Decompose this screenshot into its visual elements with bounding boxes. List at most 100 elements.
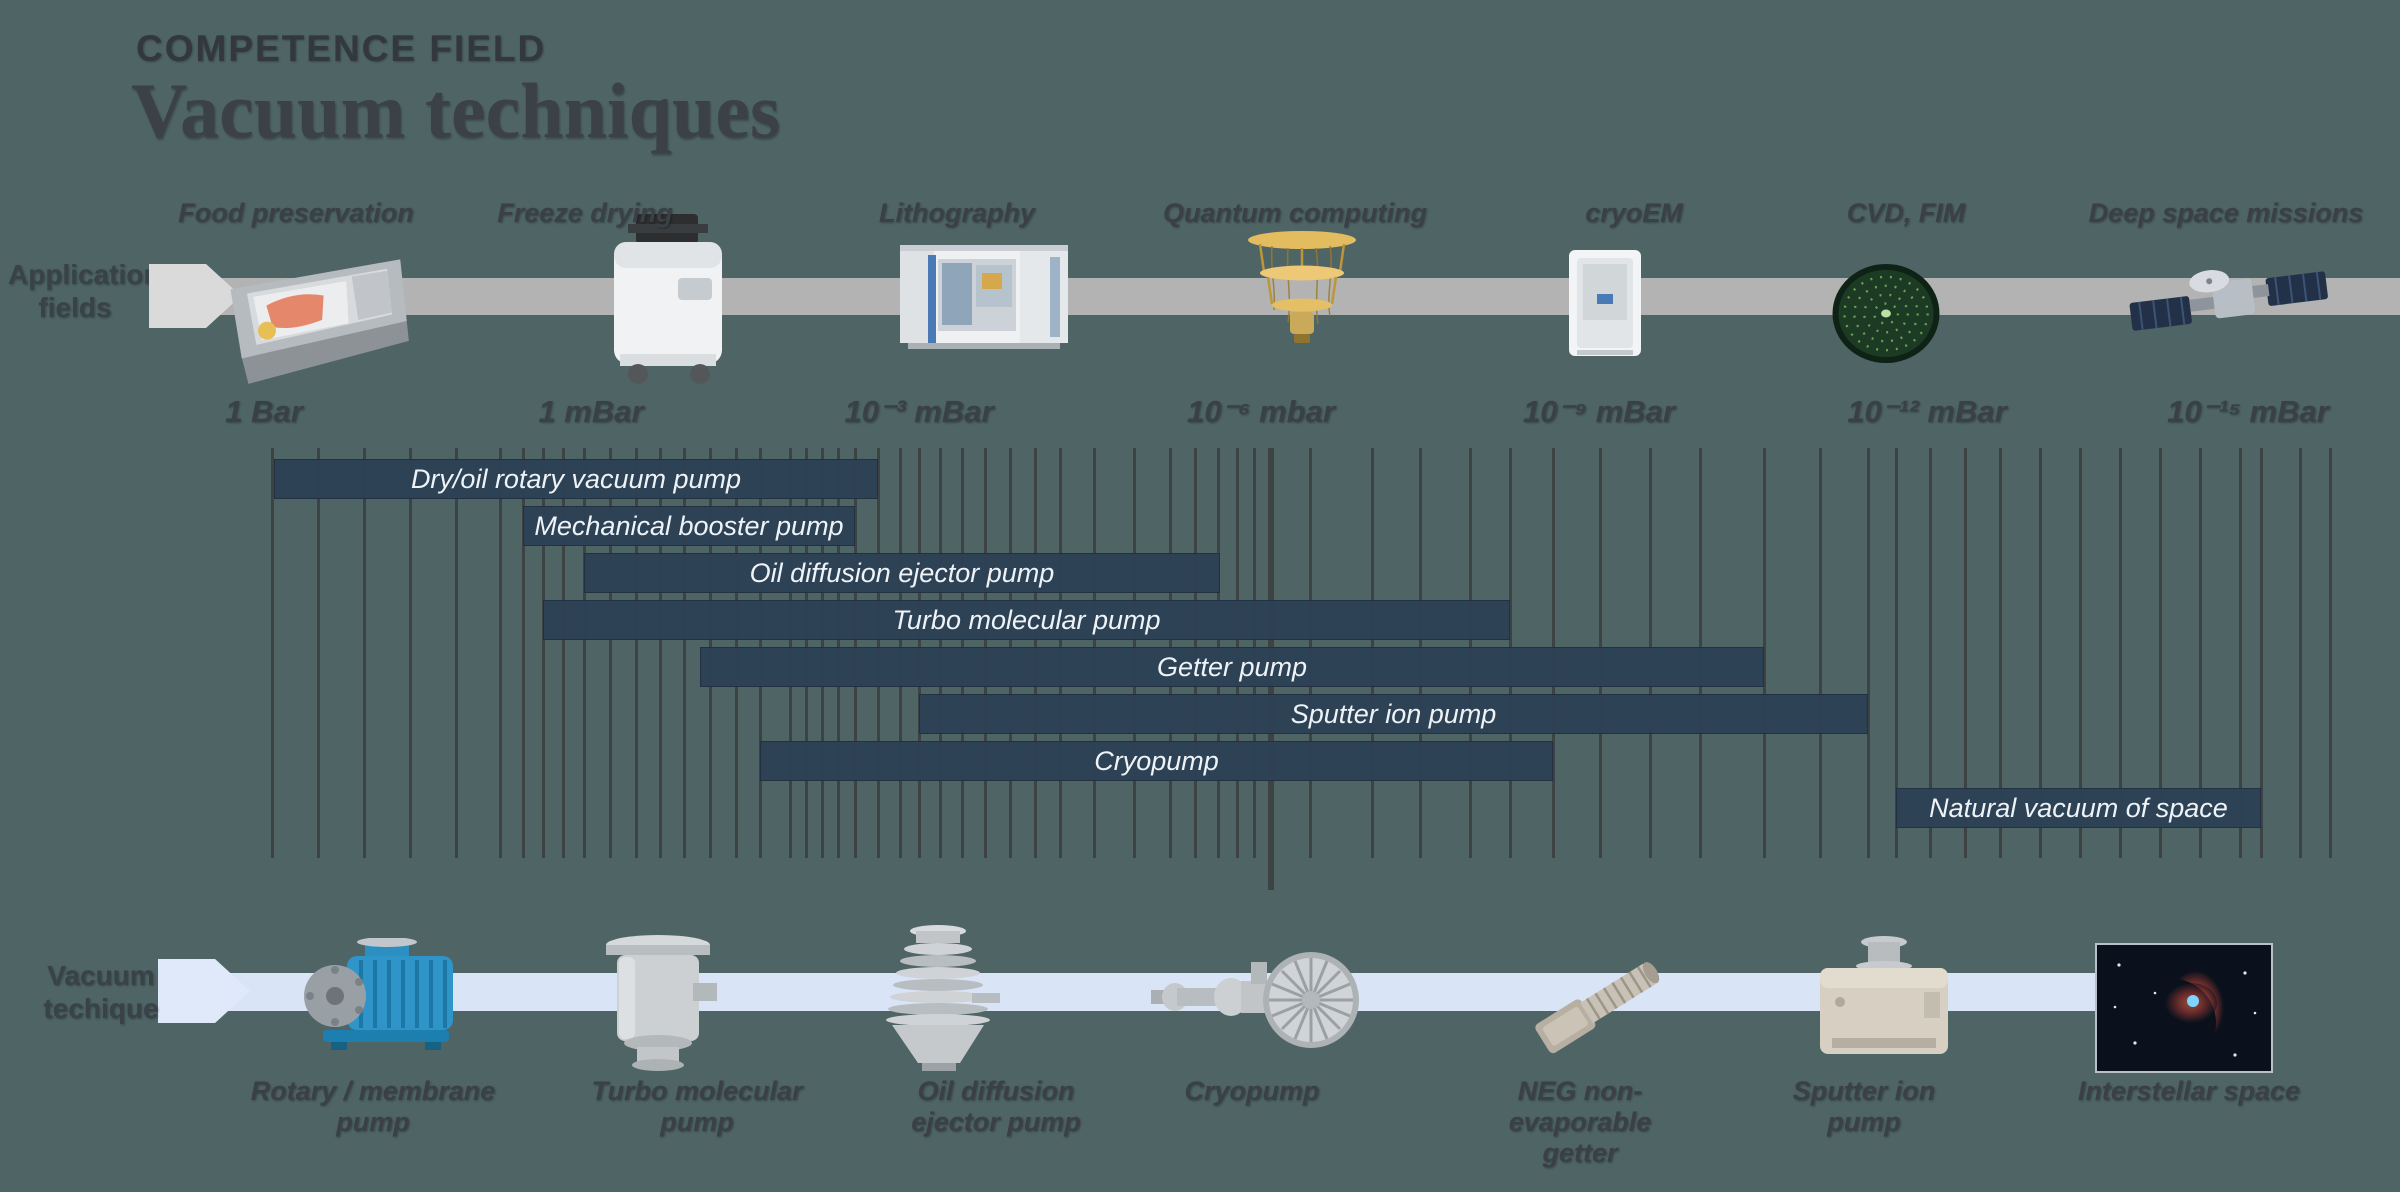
pressure-scale-line [635,448,638,858]
pressure-scale-line [2260,448,2263,858]
pressure-scale-line [1819,448,1822,858]
sputter-ion-pump-image [1806,930,1962,1066]
pressure-scale-line [583,448,586,858]
pressure-scale-line [499,448,502,858]
cryo-em-image [1564,248,1646,360]
vacuum-technique-label: Cryopump [1185,1076,1320,1107]
vacuum-technique-label-line: NEG non- [1517,1076,1643,1106]
vacuum-technique-label-line: Sputter ion [1792,1076,1936,1106]
interstellar-space-image [2095,943,2273,1073]
axis-label-line: techique [43,993,159,1024]
quantum-computing-image [1242,228,1362,350]
pump-range-bar: Oil diffusion ejector pump [584,553,1220,593]
pressure-scale-line [271,448,274,858]
pressure-value-label: 1 mBar [538,394,644,429]
application-field-label: Lithography [879,198,1035,228]
pressure-scale-line [1867,448,1870,858]
lithography-image [898,243,1070,355]
pump-range-bar-label: Mechanical booster pump [534,510,844,541]
pressure-value-label: 10⁻⁹ mBar [1523,394,1675,429]
pressure-scale-line [2239,448,2242,858]
vacuum-technique-label-line: Interstellar space [2077,1076,2301,1106]
application-field-label: Deep space missions [2088,198,2364,228]
pump-range-bar-label: Getter pump [1156,651,1308,682]
pressure-scale-line [2199,448,2202,858]
pressure-scale-line [455,448,458,858]
pressure-scale-line [2299,448,2302,858]
neg-getter-image [1526,943,1676,1065]
pump-range-bar: Turbo molecular pump [543,600,1510,640]
pressure-scale-line [363,448,366,858]
pressure-scale-line [1895,448,1898,858]
turbo-molecular-pump-image [597,933,719,1073]
pressure-scale-line [1964,448,1967,858]
page-title: Vacuum techniques [131,67,781,154]
vacuum-technique-label-line: pump [660,1107,734,1137]
pressure-scale-line [2119,448,2122,858]
pressure-scale-line [317,448,320,858]
vacuum-technique-label-line: Turbo molecular [591,1076,803,1106]
cryopump-image [1143,948,1371,1056]
pressure-scale-line [609,448,612,858]
vacuum-technique-label-line: evaporable [1508,1107,1652,1137]
pump-range-bar-label: Oil diffusion ejector pump [749,557,1055,588]
pump-range-bar-label: Cryopump [1094,745,1219,776]
application-fields-axis-label: Application fields [8,258,160,324]
pressure-value-label: 10⁻¹² mBar [1847,394,2007,429]
application-field-label: CVD, FIM [1846,198,1966,228]
food-preservation-image [225,230,415,388]
vacuum-technique-label-line: getter [1542,1138,1618,1168]
pressure-scale-line [2039,448,2042,858]
pump-range-bar: Sputter ion pump [919,694,1868,734]
deep-space-image [2126,255,2332,352]
pressure-scale-line [2159,448,2162,858]
vacuum-technique-label-line: Rotary / membrane [250,1076,496,1106]
axis-label-line: Vacuum [47,960,155,991]
pump-range-bar-label: Dry/oil rotary vacuum pump [410,463,742,494]
vacuum-technique-label-line: ejector pump [911,1107,1081,1137]
pressure-scale-line [1763,448,1766,858]
axis-label-line: fields [38,292,112,323]
competence-field-eyebrow: COMPETENCE FIELD [136,28,547,69]
pressure-scale-line [542,448,545,858]
vacuum-technique-axis-label: Vacuum techique [34,959,168,1025]
pressure-scale-line [683,448,686,858]
pressure-scale-line [659,448,662,858]
cvd-fim-image [1830,262,1942,365]
pressure-value-label: 10⁻⁶ mbar [1187,394,1335,429]
vacuum-technique-label-line: Oil diffusion [917,1076,1075,1106]
rotary-membrane-pump-image [295,938,467,1053]
application-field-label: Quantum computing [1163,198,1427,228]
pump-range-bar: Dry/oil rotary vacuum pump [274,459,878,499]
application-field-label: cryoEM [1585,198,1683,228]
oil-diffusion-ejector-pump-image [872,923,1004,1075]
pump-range-bar-label: Turbo molecular pump [892,604,1161,635]
pump-range-bar: Cryopump [760,741,1553,781]
pump-range-bar-label: Natural vacuum of space [1929,792,2228,823]
vacuum-technique-label-line: pump [336,1107,410,1137]
application-field-label: Freeze drying [497,198,673,228]
pump-range-bar: Mechanical booster pump [523,506,855,546]
pressure-value-label: 1 Bar [225,394,303,429]
freeze-drying-image [606,212,732,390]
pressure-value-label: 10⁻¹⁵ mBar [2167,394,2329,429]
pressure-scale-line [2079,448,2082,858]
vacuum-technique-label-line: pump [1827,1107,1901,1137]
vacuum-technique-label-line: Cryopump [1184,1076,1320,1106]
technique-band-arrow-icon [158,959,250,1023]
pump-range-bar-label: Sputter ion pump [1290,698,1497,729]
pressure-scale-line [522,448,525,858]
application-field-label: Food preservation [178,198,414,228]
pressure-scale-line [1929,448,1932,858]
pressure-value-label: 10⁻³ mBar [844,394,994,429]
pressure-scale-line [409,448,412,858]
pressure-scale-line [2329,448,2332,858]
pressure-scale-line [562,448,565,858]
pump-range-bar: Getter pump [700,647,1764,687]
